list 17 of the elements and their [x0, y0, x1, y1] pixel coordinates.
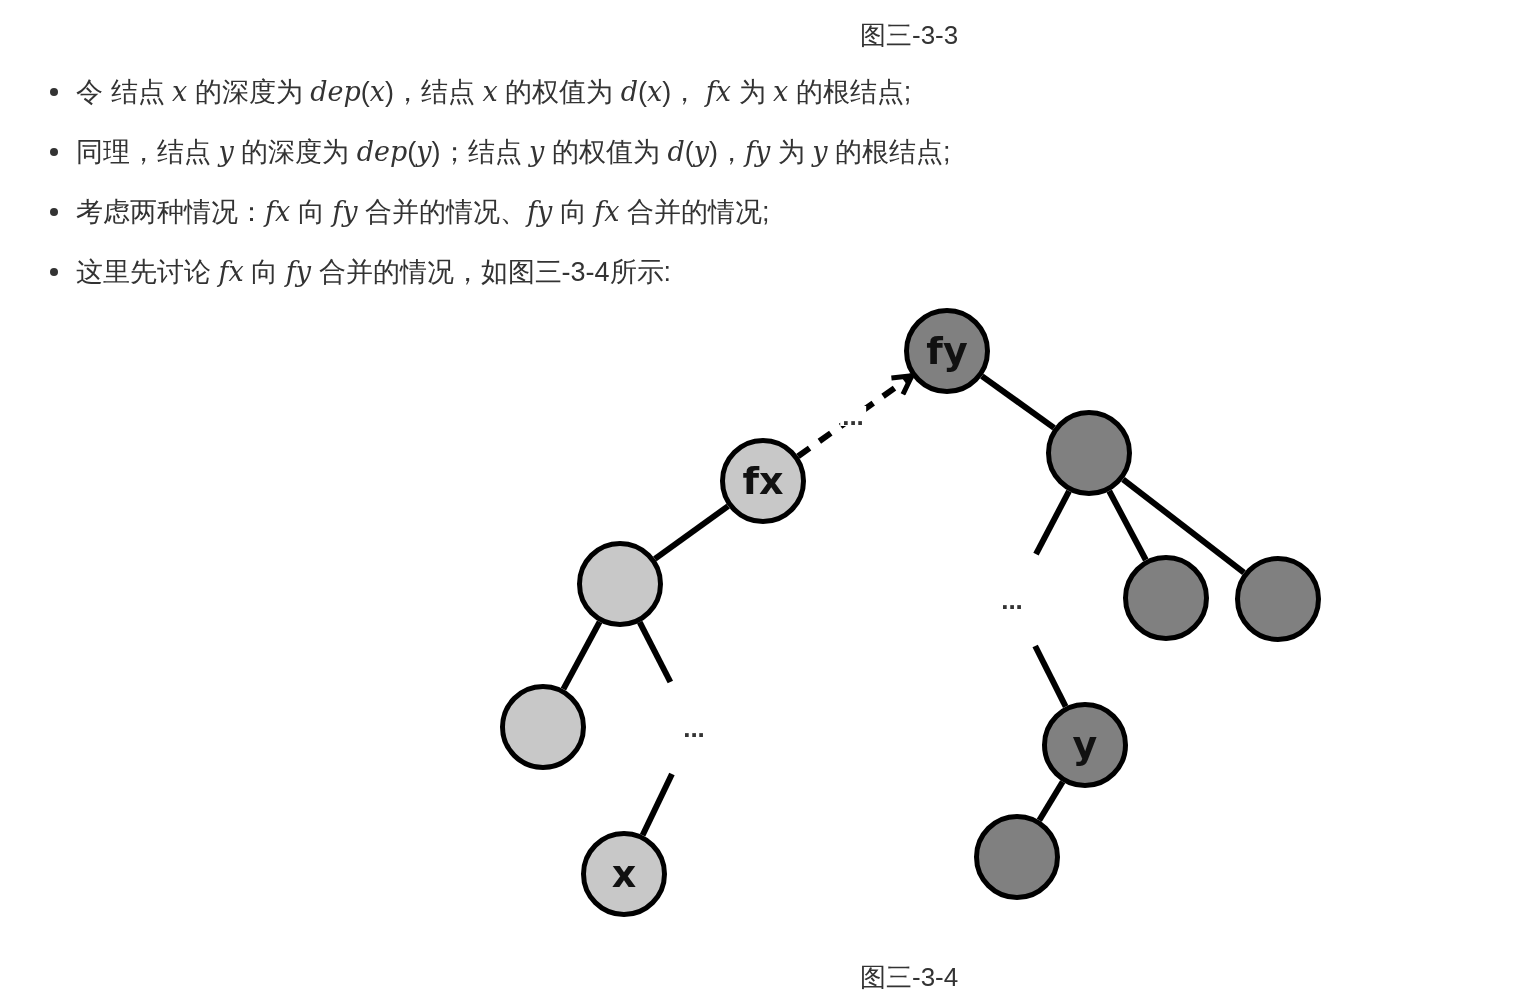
- ellipsis-text: ...: [670, 682, 718, 774]
- connector-line: [1106, 489, 1149, 562]
- connector-line: [560, 620, 603, 691]
- connector-line: [653, 503, 730, 562]
- connector-line: [980, 373, 1056, 431]
- connector-line: [1033, 489, 1072, 556]
- bullet-text: 这里先讨论 fx 向 fy 合并的情况，如图三-3-4所示:: [76, 254, 672, 289]
- bullet-text: 同理，结点 y 的深度为 dep(y)；结点 y 的权值为 d(y)，fy 为 y 的根结点;: [76, 134, 951, 169]
- dashed-arrow: [796, 373, 915, 459]
- figure-caption: 图三-3-4: [860, 961, 959, 994]
- connector-line: [1121, 476, 1246, 576]
- figure-caption: 图三-3-3: [860, 19, 959, 52]
- ellipsis-text: ...: [988, 554, 1036, 646]
- edge-label: ...: [840, 406, 866, 426]
- bullet-text: 令 结点 x 的深度为 dep(x)，结点 x 的权值为 d(x)， fx 为 x 的根结点;: [76, 74, 912, 109]
- bullet-text: 考虑两种情况：fx 向 fy 合并的情况、fy 向 fx 合并的情况;: [76, 194, 770, 229]
- connector-line: [1036, 780, 1066, 822]
